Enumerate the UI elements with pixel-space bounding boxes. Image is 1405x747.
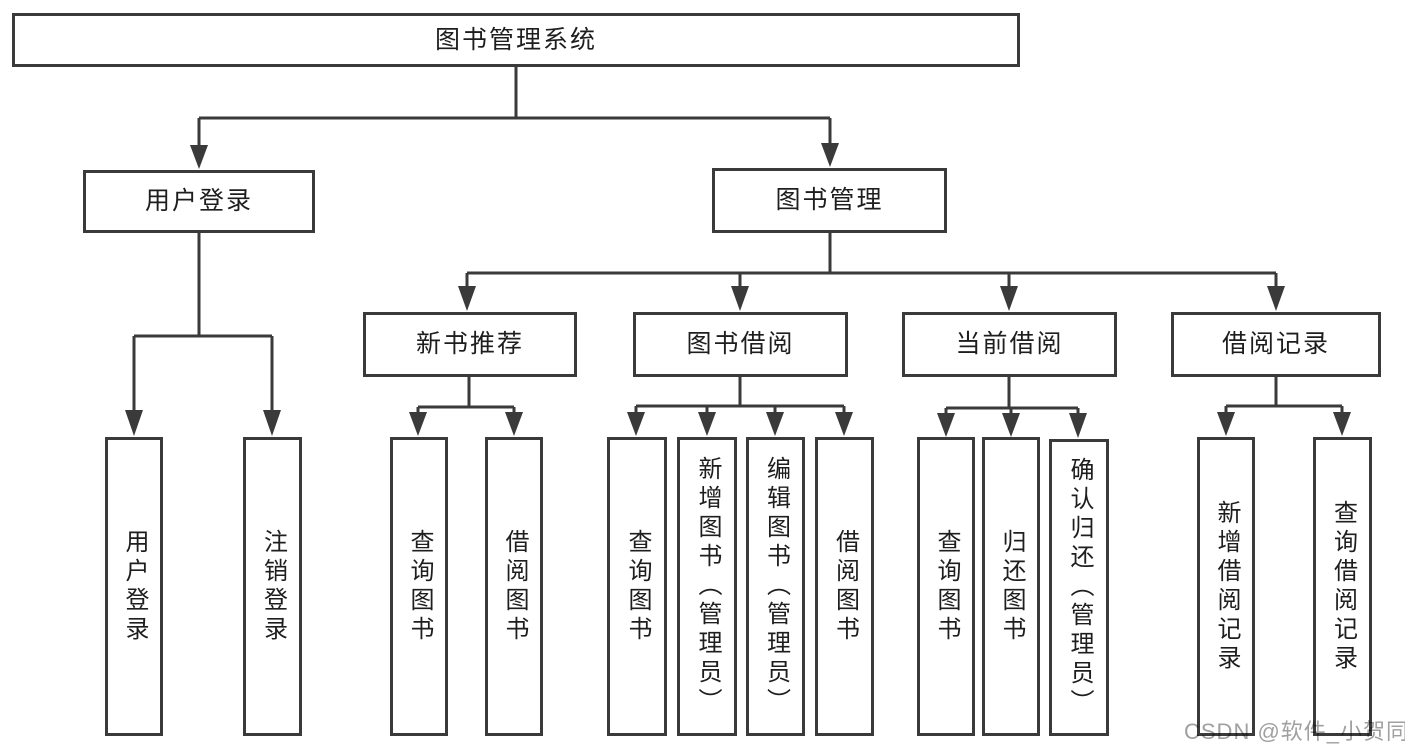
node-new-books: 新书推荐	[363, 312, 577, 377]
edges-borrowing-children	[627, 377, 853, 436]
leaf-query-books-3: 查询图书	[917, 437, 975, 736]
leaf-add-borrow-record: 新增借阅记录	[1197, 437, 1255, 736]
leaf-query-books-1: 查询图书	[390, 437, 448, 736]
leaf-query-books-2: 查询图书	[607, 437, 667, 736]
edges-root-to-level2	[190, 67, 839, 169]
node-book-mgmt: 图书管理	[712, 168, 947, 233]
leaf-query-borrow-record: 查询借阅记录	[1313, 437, 1372, 736]
leaf-user-login: 用户登录	[105, 437, 163, 736]
node-borrow-records: 借阅记录	[1171, 312, 1381, 377]
node-current-borrowing: 当前借阅	[902, 312, 1117, 377]
leaf-add-books-admin: 新增图书（管理员）	[677, 437, 737, 736]
edges-book-mgmt-to-level3	[458, 233, 1285, 311]
node-book-borrowing: 图书借阅	[633, 312, 848, 377]
leaf-borrow-books-1: 借阅图书	[485, 437, 543, 736]
leaf-confirm-return-admin: 确认归还（管理员）	[1049, 439, 1109, 736]
node-root: 图书管理系统	[12, 13, 1020, 67]
edges-user-login-children	[125, 233, 281, 436]
leaf-logout: 注销登录	[243, 437, 302, 736]
leaf-edit-books-admin: 编辑图书（管理员）	[746, 437, 805, 736]
edges-records-children	[1217, 377, 1351, 436]
leaf-borrow-books-2: 借阅图书	[815, 437, 874, 736]
node-user-login: 用户登录	[83, 170, 315, 233]
edges-new-books-children	[409, 377, 523, 436]
edges-current-borrow-children	[937, 377, 1087, 438]
leaf-return-books: 归还图书	[982, 437, 1040, 736]
csdn-watermark: CSDN @软件_小贺同学	[1184, 719, 1405, 744]
